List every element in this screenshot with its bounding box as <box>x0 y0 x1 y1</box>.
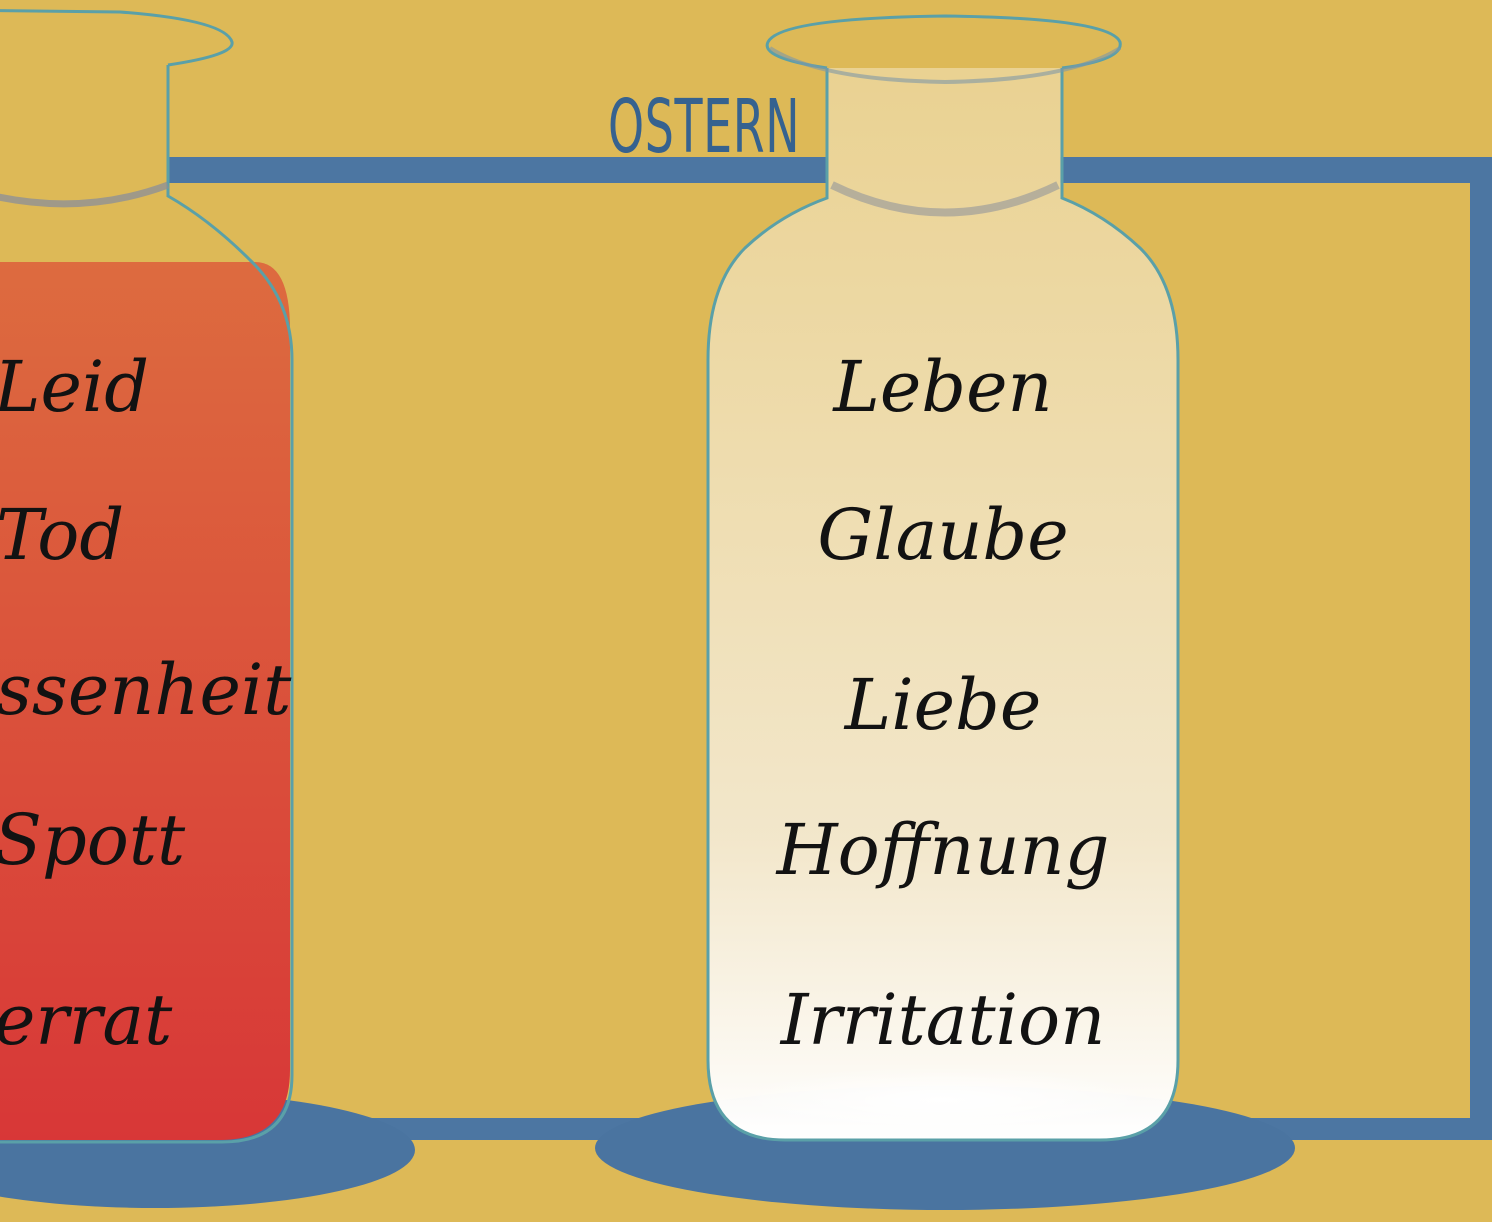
right-word-5: Irritation <box>693 985 1193 1055</box>
right-jar <box>708 16 1178 1140</box>
left-word-2: Tod <box>0 500 124 570</box>
right-word-3: Liebe <box>693 670 1193 740</box>
left-word-1: Leid <box>0 352 149 422</box>
left-word-5: errat <box>0 985 172 1055</box>
right-word-2: Glaube <box>693 500 1193 570</box>
page-title: OSTERN <box>608 90 800 164</box>
right-word-1: Leben <box>693 352 1193 422</box>
left-word-4: Spott <box>0 805 185 875</box>
left-word-3: ssenheit <box>0 655 291 725</box>
right-word-4: Hoffnung <box>693 815 1193 885</box>
